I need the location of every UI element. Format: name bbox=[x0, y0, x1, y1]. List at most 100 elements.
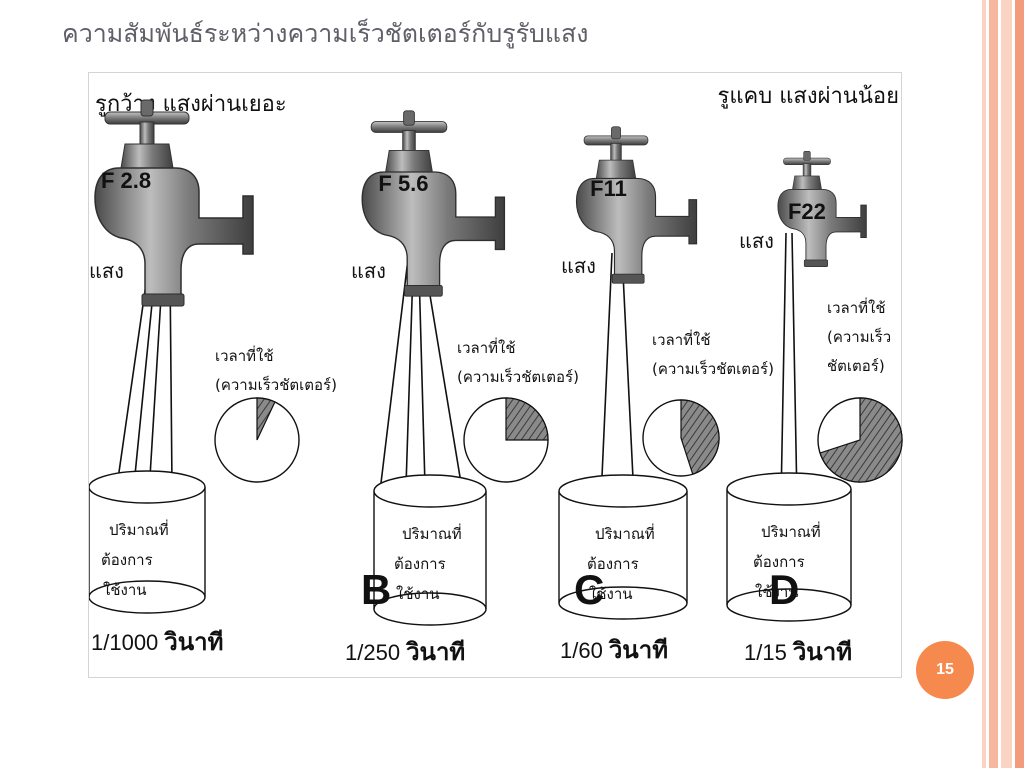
bucket-rim bbox=[726, 472, 852, 506]
faucet-handle-top bbox=[611, 126, 621, 140]
time-pie-slice bbox=[256, 397, 276, 441]
time-pie-slice bbox=[505, 397, 549, 441]
aperture-shutter-diagram: รูกว้าง แสงผ่านเยอะ รูแคบ แสงผ่านน้อย F … bbox=[88, 72, 903, 678]
page-number: 15 bbox=[916, 641, 974, 699]
faucet-spout-tip bbox=[611, 273, 645, 284]
faucet-nut bbox=[792, 175, 822, 190]
bucket-text-line3: ใช้งาน bbox=[396, 585, 440, 603]
bucket-text-line1: ปริมาณที่ bbox=[109, 519, 169, 539]
time-pie-slice bbox=[819, 397, 903, 483]
time-pie-slice bbox=[680, 399, 720, 475]
bucket-icon bbox=[373, 474, 487, 626]
faucet-icon bbox=[575, 126, 698, 284]
faucet-icon bbox=[777, 151, 867, 267]
pie-label-line2: (ความเร็วชัตเตอร์) bbox=[652, 359, 774, 378]
faucet-spout-tip bbox=[141, 293, 185, 307]
pie-label-line3: ชัตเตอร์) bbox=[827, 357, 885, 375]
bucket-text-line1: ปริมาณที่ bbox=[595, 523, 655, 543]
faucet-nut bbox=[385, 149, 433, 173]
bucket-text-line2: ต้องการ bbox=[394, 555, 446, 573]
bucket-text-line3: ใช้งาน bbox=[589, 585, 633, 603]
pie-label-line2: (ความเร็ว bbox=[827, 327, 891, 346]
bucket-rim bbox=[373, 474, 487, 508]
light-ray bbox=[115, 269, 149, 494]
fstop-label: F11 bbox=[590, 176, 627, 201]
faucet-spout-tip bbox=[404, 284, 443, 297]
light-ray bbox=[600, 252, 613, 500]
faucet-spout-tip bbox=[803, 259, 829, 267]
shutter-unit: วินาที bbox=[792, 639, 852, 666]
bucket-rim bbox=[89, 470, 206, 504]
pie-label-line1: เวลาที่ใช้ bbox=[827, 297, 886, 317]
slide-title: ความสัมพันธ์ระหว่างความเร็วชัตเตอร์กับรู… bbox=[62, 19, 589, 48]
light-ray bbox=[621, 252, 635, 500]
pie-label-line2: (ความเร็วชัตเตอร์) bbox=[457, 367, 579, 386]
diagram-canvas: รูกว้าง แสงผ่านเยอะ รูแคบ แสงผ่านน้อย F … bbox=[89, 84, 903, 666]
shutter-unit: วินาที bbox=[406, 639, 466, 666]
light-label: แสง bbox=[351, 259, 386, 283]
fstop-label: F 5.6 bbox=[378, 171, 428, 196]
stripe bbox=[982, 0, 986, 768]
shutter-value: 1/1000 bbox=[91, 630, 158, 655]
shutter-unit: วินาที bbox=[608, 637, 668, 664]
light-ray bbox=[780, 232, 787, 502]
pie-label-line1: เวลาที่ใช้ bbox=[652, 329, 711, 349]
bucket-bottom bbox=[89, 580, 206, 614]
bucket-bottom bbox=[726, 588, 852, 622]
faucet-nut bbox=[120, 143, 174, 169]
bucket-text-line2: ต้องการ bbox=[587, 555, 639, 573]
bucket-bottom bbox=[373, 592, 487, 626]
light-ray bbox=[380, 258, 409, 484]
faucet-stem bbox=[802, 163, 812, 178]
bucket-text-line3: ใช้งาน bbox=[103, 581, 147, 599]
bucket-text-line1: ปริมาณที่ bbox=[402, 523, 462, 543]
light-label: แสง bbox=[561, 254, 596, 278]
stage-letter: D bbox=[769, 566, 799, 613]
decorative-stripes bbox=[980, 0, 1024, 768]
bucket-text-line1: ปริมาณที่ bbox=[761, 521, 821, 541]
bucket-text-line2: ต้องการ bbox=[101, 551, 153, 569]
faucet-handle-top bbox=[140, 99, 154, 117]
shutter-value: 1/15 bbox=[744, 640, 787, 665]
bucket-rim bbox=[558, 474, 688, 508]
faucet-handle-top bbox=[803, 151, 811, 161]
light-ray bbox=[148, 269, 164, 494]
light-ray bbox=[417, 258, 426, 487]
stripe bbox=[1015, 0, 1024, 768]
stripe bbox=[1001, 0, 1012, 768]
faucet-stem bbox=[610, 143, 622, 163]
shutter-value: 1/250 bbox=[345, 640, 400, 665]
pie-label-line1: เวลาที่ใช้ bbox=[215, 345, 274, 365]
light-ray bbox=[791, 232, 798, 502]
bucket-icon bbox=[558, 474, 688, 620]
stage-letter: B bbox=[361, 566, 391, 613]
bucket-icon bbox=[726, 472, 852, 622]
fstop-label: F22 bbox=[788, 199, 826, 224]
faucet-handle-top bbox=[403, 110, 415, 126]
fstop-label: F 2.8 bbox=[101, 168, 151, 193]
bucket-bottom bbox=[558, 586, 688, 620]
bucket-text-line3: ใช้งาน bbox=[755, 583, 799, 601]
light-label: แสง bbox=[89, 259, 124, 283]
shutter-value: 1/60 bbox=[560, 638, 603, 663]
header-narrow-aperture: รูแคบ แสงผ่านน้อย bbox=[718, 84, 899, 109]
stage-letter: C bbox=[574, 566, 604, 613]
faucet-stem bbox=[402, 130, 416, 153]
light-ray bbox=[405, 258, 415, 487]
faucet-icon bbox=[94, 99, 254, 307]
bucket-icon bbox=[89, 470, 206, 614]
pie-label-line1: เวลาที่ใช้ bbox=[457, 337, 516, 357]
pie-label-line2: (ความเร็วชัตเตอร์) bbox=[215, 375, 337, 394]
faucet-icon bbox=[361, 110, 506, 297]
faucet-stem bbox=[139, 121, 155, 147]
light-label: แสง bbox=[739, 229, 774, 253]
shutter-unit: วินาที bbox=[164, 629, 224, 656]
